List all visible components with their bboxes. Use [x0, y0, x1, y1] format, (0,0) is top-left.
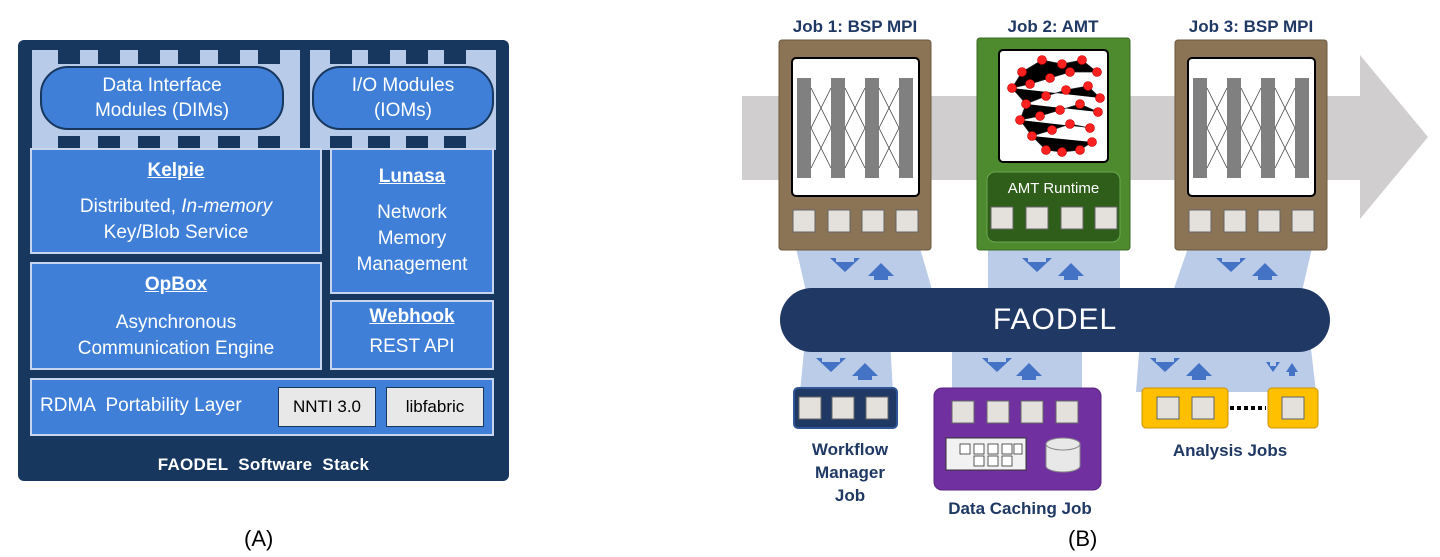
band-analysis	[1136, 340, 1316, 392]
faodel-bar: FAODEL	[780, 288, 1330, 352]
lunasa-block: Lunasa Network Memory Management	[330, 148, 494, 294]
dims-line2: Modules (DIMs)	[94, 100, 230, 121]
band-caching	[952, 340, 1082, 392]
job3-canvas	[1187, 57, 1316, 197]
amt-runtime-label: AMT Runtime	[1007, 180, 1100, 197]
dims-line1: Data Interface	[102, 75, 222, 96]
nnti-chip: NNTI 3.0	[278, 387, 376, 427]
lunasa-title: Lunasa	[378, 166, 446, 187]
arrow-up-wf	[852, 363, 878, 380]
workflow-line3: Job	[834, 486, 866, 505]
arrow-down-wf	[816, 358, 846, 372]
arrow-down-an	[1150, 358, 1180, 372]
analysis-label: Analysis Jobs	[1172, 441, 1288, 460]
band-job3	[1170, 248, 1312, 300]
lunasa-line3: Management	[356, 254, 468, 275]
kelpie-block: Kelpie Distributed, In-memory Key/Blob S…	[30, 148, 322, 254]
job3-label: Job 3: BSP MPI	[1188, 17, 1314, 36]
arrow-down-dc	[982, 358, 1012, 372]
arrow-up-an2	[1286, 363, 1298, 376]
opbox-block: OpBox Asynchronous Communication Engine	[30, 262, 322, 370]
webhook-block: Webhook REST API	[330, 300, 494, 370]
stack-footer: FAODEL Software Stack	[157, 455, 370, 474]
rdma-label: RDMA Portability Layer	[40, 395, 242, 416]
dims-pill: Data Interface Modules (DIMs)	[40, 66, 284, 130]
opbox-title: OpBox	[144, 274, 208, 295]
arrow-up-j1	[868, 263, 894, 280]
webhook-title: Webhook	[369, 306, 455, 327]
workflow-line2: Manager	[815, 463, 885, 482]
data-caching-label: Data Caching Job	[948, 499, 1092, 518]
band-job1	[796, 248, 935, 300]
arrow-up-j3	[1252, 263, 1278, 280]
memory-card-icon	[945, 437, 1027, 471]
storage-disk-icon	[1045, 437, 1081, 473]
kelpie-line2: Key/Blob Service	[103, 222, 249, 243]
ioms-line2: (IOMs)	[373, 100, 433, 121]
faodel-software-stack: Data Interface Modules (DIMs) I/O Module…	[18, 40, 509, 481]
caption-b: (B)	[1068, 526, 1098, 551]
libfabric-chip: libfabric	[386, 387, 484, 427]
arrow-up-dc	[1016, 363, 1042, 380]
job2-label: Job 2: AMT	[1007, 17, 1099, 36]
opbox-line2: Communication Engine	[77, 338, 275, 359]
workflow-label: Workflow Manager Job	[790, 438, 910, 507]
webhook-line1: REST API	[369, 336, 455, 357]
amt-runtime-box	[986, 171, 1121, 243]
workflow-line1: Workflow	[811, 440, 889, 459]
job1-canvas	[791, 57, 920, 197]
kelpie-title: Kelpie	[147, 160, 205, 181]
arrow-down-j2	[1022, 258, 1052, 272]
arrow-down-j3	[1216, 258, 1246, 272]
kelpie-line1-a: Distributed,	[79, 196, 182, 217]
opbox-line1: Asynchronous	[115, 312, 237, 333]
arrow-down-j1	[830, 258, 860, 272]
module-slots	[58, 50, 466, 150]
lunasa-line1: Network	[377, 202, 447, 223]
analysis-box-1	[1141, 387, 1229, 429]
kelpie-line1: Distributed, In-memory	[32, 194, 320, 220]
arrow-up-j2	[1058, 263, 1084, 280]
caption-a: (A)	[244, 526, 274, 551]
arrow-up-an	[1186, 363, 1212, 380]
rdma-block: RDMA Portability Layer NNTI 3.0 libfabri…	[30, 378, 494, 436]
band-job2	[988, 248, 1120, 300]
arrow-down-an2	[1266, 362, 1280, 372]
job1-label: Job 1: BSP MPI	[792, 17, 918, 36]
lunasa-line2: Memory	[377, 228, 447, 249]
ioms-line1: I/O Modules	[351, 75, 455, 96]
ioms-pill: I/O Modules (IOMs)	[312, 66, 494, 130]
kelpie-line1-b: In-memory	[181, 196, 273, 217]
